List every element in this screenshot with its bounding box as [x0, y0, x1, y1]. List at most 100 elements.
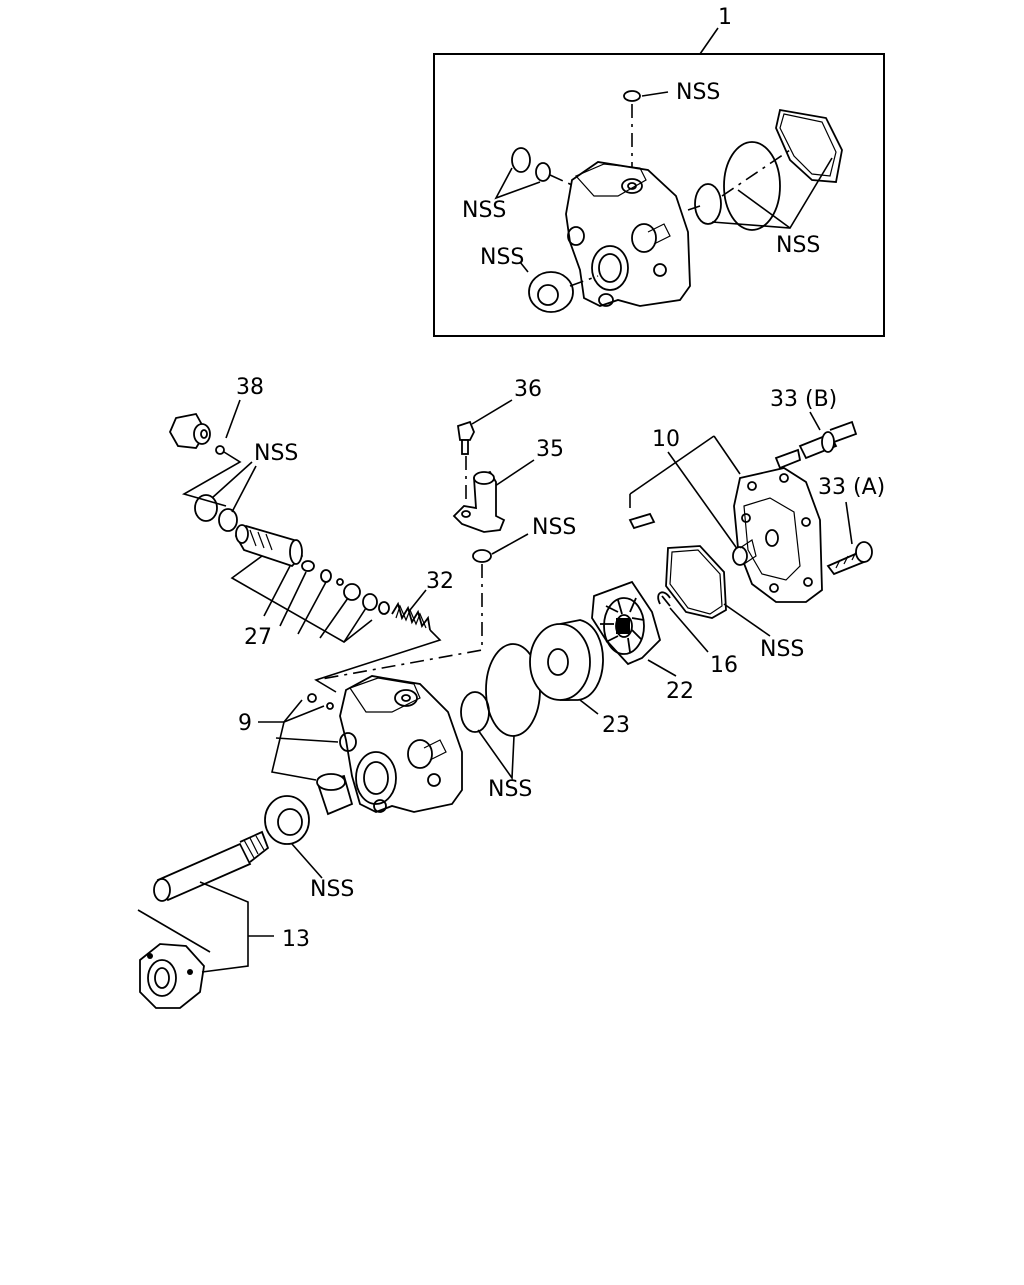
part-13-hub-bore — [147, 959, 177, 997]
body-orings-group: NSS — [460, 643, 541, 802]
leader-inset-plug — [641, 91, 669, 97]
leader-22 — [647, 659, 677, 677]
part-9-bushing-end — [316, 773, 346, 791]
part-27-piece-4 — [362, 593, 378, 611]
leader-9-a — [283, 699, 303, 723]
part-9-top-face — [349, 677, 421, 713]
inset-oring-3 — [694, 183, 722, 225]
shaft-seal-bore — [277, 808, 303, 836]
part-10-bushing — [732, 546, 748, 566]
nss-cover-gasket: NSS — [760, 637, 804, 662]
callout-38: 38 — [236, 375, 264, 400]
inset-oring-axis — [549, 174, 573, 186]
part-16-group: 16 — [657, 591, 738, 678]
inset-plug-ring — [623, 90, 641, 102]
part-10-recess — [743, 497, 801, 581]
part-23-bore — [547, 648, 569, 676]
callout-35: 35 — [536, 437, 564, 462]
cover-gasket-group: NSS — [665, 545, 804, 662]
leader-assembly — [699, 27, 719, 55]
dowel-pin — [628, 512, 656, 530]
inset-gasket — [775, 108, 843, 183]
leader-35 — [491, 459, 535, 489]
part-10-hole-3 — [801, 517, 811, 527]
inset-seal-axis — [569, 275, 599, 287]
cover-gasket-inner — [669, 549, 723, 615]
part-9-pin-1 — [307, 693, 317, 703]
cover-gasket — [665, 545, 727, 619]
callout-assembly: 1 — [718, 5, 732, 30]
inset-oring-2 — [535, 162, 551, 182]
part-22-vanes — [600, 597, 645, 653]
inset-oring-1 — [511, 147, 531, 173]
part-33b-bolt-thread — [829, 420, 858, 443]
callout-22: 22 — [666, 679, 694, 704]
shaft-seal-group: NSS — [264, 795, 354, 902]
part-10-hole-5 — [769, 583, 779, 593]
inset-gasket-axis — [721, 149, 791, 197]
part-27-spool-end — [235, 524, 249, 544]
valve-oring-1 — [194, 494, 218, 522]
part-27-group: 27 — [230, 524, 390, 650]
part-27-piece-2 — [320, 569, 332, 583]
leader-13-frame — [199, 881, 249, 973]
part-9-bore-inner — [363, 761, 389, 795]
nss-valve-rings: NSS — [254, 441, 298, 466]
part-13-group: 13 — [137, 830, 310, 1009]
part-9-port-hole — [401, 694, 411, 702]
callout-9: 9 — [238, 711, 252, 736]
callout-16: 16 — [710, 653, 738, 678]
part-23-cam-ring — [529, 623, 591, 701]
leader-16 — [669, 607, 709, 653]
leader-nss-seal — [291, 843, 323, 879]
part-9-boss — [407, 739, 433, 769]
leader-36 — [471, 399, 513, 425]
inset-seal — [528, 271, 574, 313]
part-27-piece-5 — [378, 601, 390, 615]
part-9-port — [394, 689, 418, 707]
leader-nss-cover — [723, 603, 771, 637]
part-9-pump-body — [339, 675, 463, 813]
leader-inset-seal — [519, 261, 529, 273]
leader-10 — [667, 451, 739, 551]
leader-9-frame — [258, 721, 317, 781]
valve-oring-2 — [218, 508, 238, 532]
nss-top-plug: NSS — [676, 80, 720, 105]
part-27-ball — [336, 578, 344, 586]
part-13-hub-bore-inner — [154, 967, 170, 989]
callout-32: 32 — [426, 569, 454, 594]
part-10-hole-1 — [747, 481, 757, 491]
part-16-snap-end — [661, 595, 671, 607]
part-13-hub — [139, 943, 205, 1009]
part-10-hole-6 — [741, 513, 751, 523]
leader-38-frame — [181, 451, 242, 507]
part-38-group: 38 NSS — [168, 375, 298, 532]
part-13-shaft-end — [153, 878, 171, 902]
callout-33a: 33 (A) — [818, 475, 885, 500]
leader-nss-body — [477, 729, 515, 781]
inset-pump-body — [565, 161, 691, 307]
part-10-center — [765, 529, 779, 547]
leader-13-diag — [137, 909, 211, 953]
leader-27-d — [319, 597, 349, 639]
nss-body-rings: NSS — [488, 777, 532, 802]
leader-9-b — [283, 705, 325, 723]
leader-nss-ring-2 — [231, 465, 257, 513]
leader-inset-orings — [494, 167, 541, 200]
part-22-center — [616, 618, 630, 634]
part-16-snap-ring — [657, 591, 671, 605]
part-13-hub-hole-1 — [187, 969, 193, 975]
leader-9-c — [275, 737, 339, 743]
part-36-bolt-shank — [461, 439, 469, 455]
nss-top-left-rings: NSS — [462, 198, 506, 223]
part-9-bore — [355, 751, 397, 805]
leader-inset-gaskets-b — [737, 189, 791, 229]
callout-33b: 33 (B) — [770, 387, 837, 412]
part-27-piece-3 — [343, 583, 361, 601]
part-9-lug — [339, 732, 357, 752]
part-9-bolt-hole-2 — [427, 773, 441, 787]
part-13-shaft — [156, 842, 252, 902]
part-13-spline-lines — [243, 835, 265, 859]
part-27-piece-1 — [301, 560, 315, 572]
